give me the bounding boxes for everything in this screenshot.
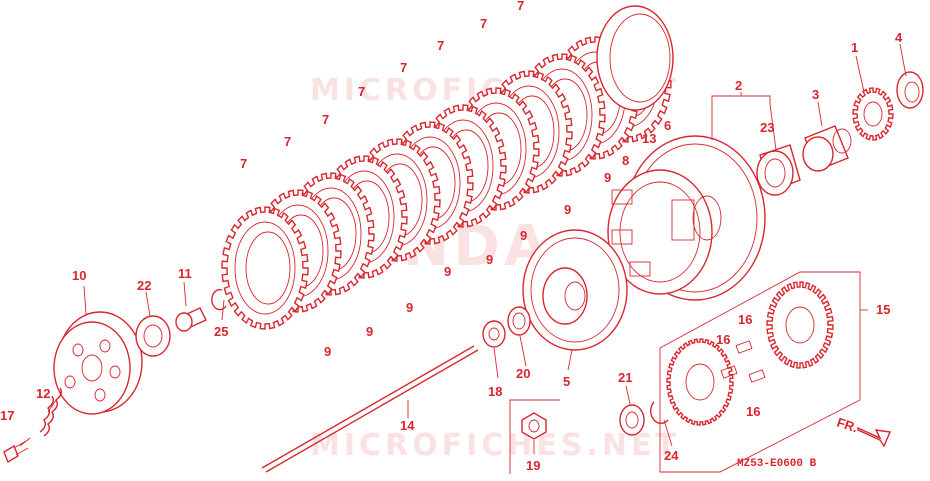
part-label-7: 7 — [322, 112, 329, 127]
part-label-7: 7 — [284, 134, 291, 149]
part-label-1: 1 — [851, 40, 858, 55]
part-label-9: 9 — [366, 324, 373, 339]
watermark-bottom: MICROFICHES.NET — [310, 428, 680, 463]
plain-washer — [507, 306, 531, 336]
part-label-12: 12 — [36, 386, 50, 401]
part-label-22: 22 — [137, 278, 151, 293]
clutch-bolt — [3, 440, 29, 464]
part-label-24: 24 — [664, 448, 679, 463]
needle-bearing — [756, 144, 801, 196]
part-label-19: 19 — [526, 458, 540, 473]
front-direction-arrow-icon — [857, 426, 892, 448]
part-label-9: 9 — [444, 264, 451, 279]
part-label-6: 6 — [664, 118, 671, 133]
part-label-9: 9 — [406, 300, 413, 315]
part-label-5: 5 — [563, 374, 570, 389]
lock-washer — [482, 320, 506, 348]
part-label-3: 3 — [812, 87, 819, 102]
lock-nut-box — [509, 399, 560, 474]
part-label-23: 23 — [760, 120, 774, 135]
starter-clutch-assembly — [619, 271, 861, 473]
part-label-2: 2 — [735, 78, 742, 93]
thrust-washer — [896, 71, 924, 109]
part-label-16: 16 — [738, 312, 752, 327]
clutch-outer — [607, 135, 766, 301]
collar — [802, 125, 852, 172]
part-label-11: 11 — [178, 266, 192, 281]
lifter-rod — [261, 345, 479, 473]
part-label-13: 13 — [642, 131, 656, 146]
part-label-7: 7 — [358, 84, 365, 99]
part-label-8: 8 — [622, 153, 629, 168]
part-label-9: 9 — [520, 228, 527, 243]
part-label-9: 9 — [486, 252, 493, 267]
part-label-18: 18 — [488, 384, 502, 399]
lifter-bearing — [135, 315, 171, 357]
circlip — [211, 288, 227, 311]
part-label-7: 7 — [400, 60, 407, 75]
part-label-16: 16 — [716, 332, 730, 347]
part-label-9: 9 — [564, 202, 571, 217]
part-label-7: 7 — [517, 0, 524, 13]
part-label-15: 15 — [876, 302, 890, 317]
part-label-9: 9 — [324, 344, 331, 359]
starter-plate-teeth — [666, 338, 734, 426]
front-direction-label: FR. — [835, 415, 860, 436]
sprocket-teeth — [852, 87, 894, 141]
part-label-7: 7 — [240, 156, 247, 171]
clutch-center — [522, 229, 628, 351]
part-label-16: 16 — [746, 404, 760, 419]
lifter-piece — [175, 307, 207, 332]
part-label-20: 20 — [516, 366, 530, 381]
clutch-plate-stack — [221, 5, 674, 330]
disc-outer-teeth — [221, 206, 309, 330]
part-label-9: 9 — [604, 170, 611, 185]
leader-lines — [19, 43, 907, 454]
pressure-plate — [53, 311, 143, 415]
starter-gear-teeth — [766, 281, 834, 369]
clutch-spring — [39, 387, 63, 437]
oil-pump-drive-sprocket — [852, 87, 894, 141]
part-label-21: 21 — [618, 370, 632, 385]
part-label-14: 14 — [400, 418, 415, 433]
part-label-7: 7 — [437, 38, 444, 53]
friction-disc — [221, 206, 309, 330]
part-label-7: 7 — [480, 16, 487, 31]
part-label-4: 4 — [895, 30, 903, 45]
part-label-25: 25 — [214, 324, 228, 339]
clutch-plate-end — [596, 5, 674, 111]
diagram-code: MZ53-E0600 B — [737, 458, 817, 470]
part-label-10: 10 — [72, 268, 86, 283]
part-label-17: 17 — [0, 408, 14, 423]
